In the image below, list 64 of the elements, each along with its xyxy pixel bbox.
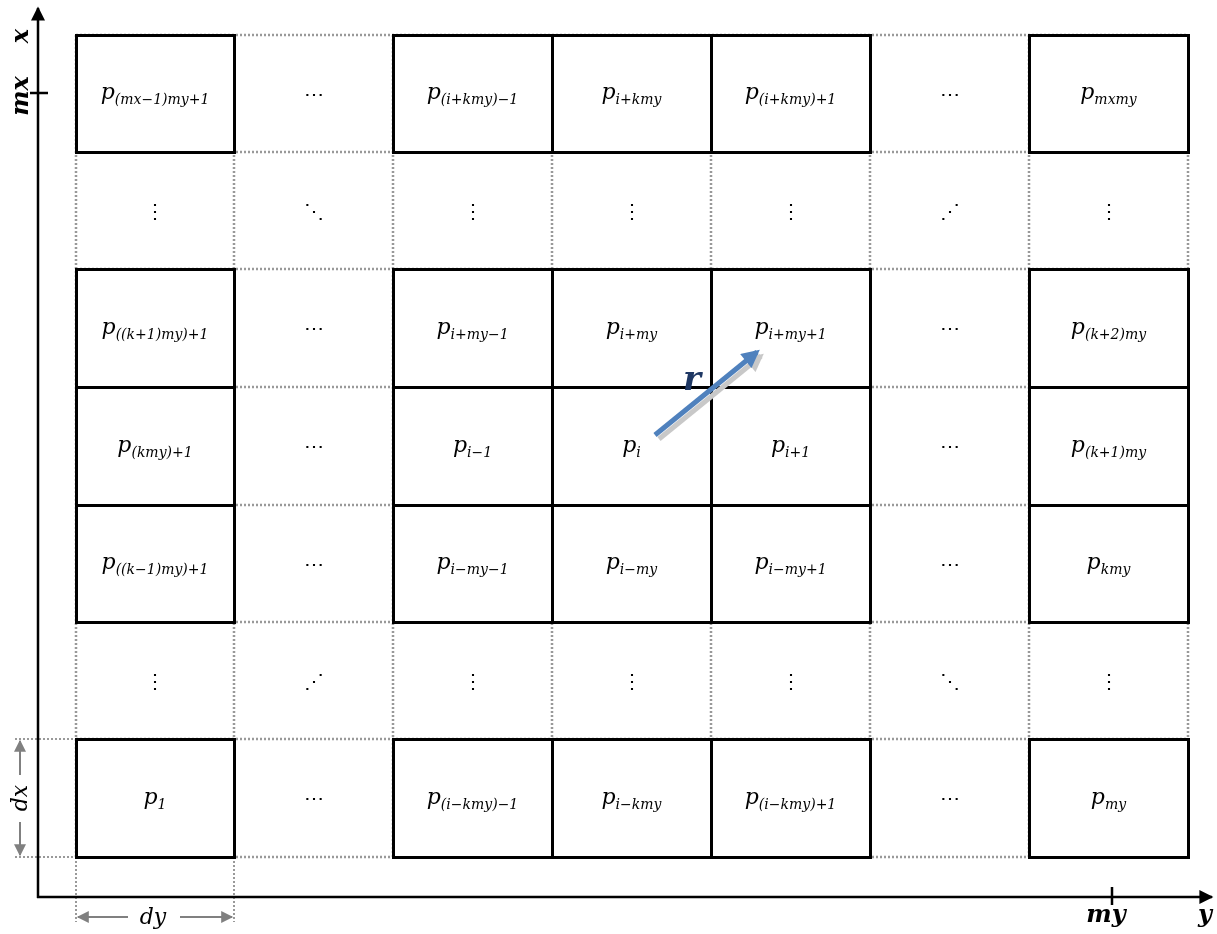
grid-cell — [391, 267, 554, 389]
dimension-label: dy — [139, 906, 167, 928]
cell-label: p$_{i−1}$ — [452, 433, 493, 459]
axis-label: mx — [8, 76, 32, 116]
ellipsis: ⋯ — [939, 553, 960, 574]
ellipsis: ⋮ — [621, 200, 642, 221]
ellipsis: ⋮ — [621, 670, 642, 691]
ellipsis: ⋯ — [303, 318, 324, 338]
dimension-label: dx — [9, 784, 31, 812]
cell-label: p$_{(k+2)my}$ — [1070, 315, 1147, 341]
cell-label: p$_{kmy}$ — [1086, 551, 1131, 576]
cell-label: p$_{i}$ — [622, 433, 641, 459]
grid-cell — [74, 33, 236, 154]
cell-label: p$_{i+my}$ — [605, 315, 658, 341]
cell-label: p$_{i+1}$ — [770, 433, 811, 459]
cell-label: p$_{i−my}$ — [605, 551, 658, 576]
ellipsis: ⋯ — [939, 436, 960, 456]
cell-label: p$_{my}$ — [1090, 785, 1127, 811]
cell-label: p$_{1}$ — [143, 785, 167, 811]
ellipsis: ⋮ — [780, 200, 801, 221]
cell-label: p$_{((k+1)my)+1}$ — [101, 315, 209, 341]
cell-label: p$_{i−my−1}$ — [436, 551, 509, 576]
cell-label: p$_{(i−kmy)−1}$ — [426, 785, 519, 811]
cell-label: p$_{(i+kmy)+1}$ — [744, 81, 837, 106]
cell-label: p$_{i+my+1}$ — [754, 315, 827, 341]
ellipsis: ⋱ — [303, 200, 324, 221]
cell-label: p$_{i−kmy}$ — [601, 785, 662, 811]
cell-label: p$_{(i−kmy)+1}$ — [744, 785, 837, 811]
ellipsis: ⋯ — [303, 83, 324, 104]
grid-cell — [74, 737, 236, 859]
ellipsis: ⋰ — [303, 670, 324, 691]
cell-label: p$_{(i+kmy)−1}$ — [426, 81, 519, 106]
grid-cell — [391, 737, 554, 859]
grid-cell — [1027, 737, 1190, 859]
cell-label: p$_{(mx−1)my+1}$ — [100, 81, 210, 106]
ellipsis: ⋮ — [1098, 670, 1119, 691]
ellipsis: ⋱ — [939, 670, 960, 691]
ellipsis: ⋮ — [145, 670, 165, 691]
axis-label: x — [8, 28, 32, 44]
cell-label: p$_{i−my+1}$ — [754, 551, 827, 576]
grid-cell — [1027, 267, 1190, 389]
axis-label: y — [1198, 902, 1212, 926]
axis-label: my — [1086, 902, 1126, 926]
ellipsis: ⋯ — [939, 788, 960, 808]
cell-label: p$_{(kmy)+1}$ — [117, 433, 193, 459]
ellipsis: ⋮ — [1098, 200, 1119, 221]
ellipsis: ⋰ — [939, 200, 960, 221]
grid-cell — [391, 33, 554, 154]
grid-cell — [1027, 33, 1190, 154]
ellipsis: ⋮ — [462, 200, 483, 221]
ellipsis: ⋯ — [939, 318, 960, 338]
ellipsis: ⋮ — [462, 670, 483, 691]
ellipsis: ⋯ — [303, 788, 324, 808]
cell-label: p$_{((k−1)my)+1}$ — [101, 551, 209, 576]
ellipsis: ⋮ — [780, 670, 801, 691]
cell-label: p$_{i+kmy}$ — [601, 81, 662, 106]
cell-label: p$_{mxmy}$ — [1080, 81, 1137, 106]
grid-cell — [74, 267, 236, 389]
ellipsis: ⋯ — [303, 553, 324, 574]
ellipsis: ⋯ — [303, 436, 324, 456]
ellipsis: ⋯ — [939, 83, 960, 104]
ellipsis: ⋮ — [145, 200, 165, 221]
cell-label: p$_{i+my−1}$ — [436, 315, 509, 341]
cell-label: p$_{(k+1)my}$ — [1070, 433, 1147, 459]
